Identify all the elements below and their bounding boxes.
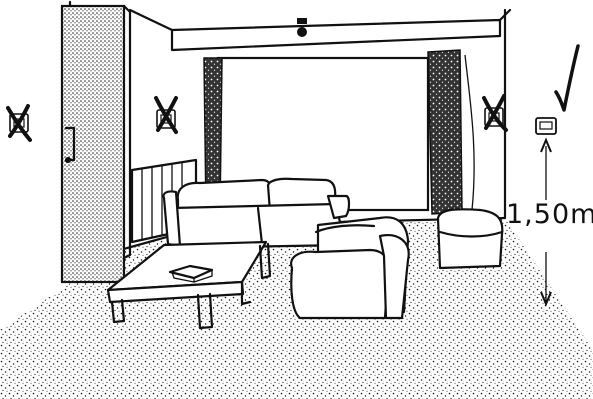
right-curtain <box>428 50 462 214</box>
ceiling-beam <box>130 10 510 50</box>
door <box>62 6 124 282</box>
ottoman <box>438 209 502 268</box>
check-mark-icon <box>556 46 578 110</box>
thermostat-icon <box>536 118 556 134</box>
height-label: 1,50m <box>506 200 593 230</box>
